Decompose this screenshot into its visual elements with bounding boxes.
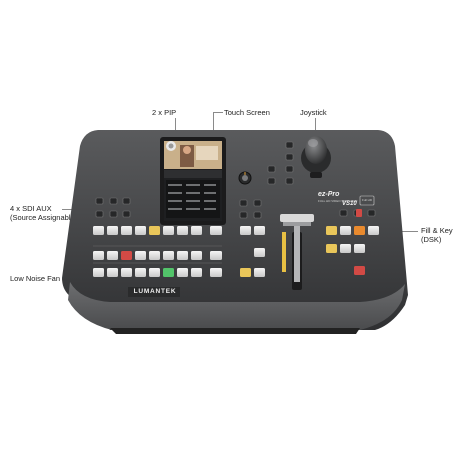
callout-pip: 2 x PIP xyxy=(152,108,177,117)
t-bar-icon xyxy=(294,226,300,282)
leader-fill xyxy=(392,231,418,232)
full-hd-badge xyxy=(359,195,375,206)
device-left-screw xyxy=(168,143,174,149)
leader-touch xyxy=(213,112,223,113)
callout-fill-key-line2: (DSK) xyxy=(421,235,442,244)
callout-sdi-aux: 4 x SDI AUX (Source Assignable) xyxy=(10,204,77,222)
leader-touch-v xyxy=(213,112,214,140)
callout-touch-screen: Touch Screen xyxy=(224,108,270,117)
device-front xyxy=(68,282,405,330)
svg-text:Full HD: Full HD xyxy=(362,198,373,202)
source-key-rows xyxy=(93,226,379,277)
model-name-text: ez-Pro xyxy=(318,191,340,198)
callout-sdi-aux-line2: (Source Assignable) xyxy=(10,213,78,222)
callout-fill-key: Fill & Key (DSK) xyxy=(421,226,453,244)
callout-sdi-aux-line1: 4 x SDI AUX xyxy=(10,204,52,213)
device-body xyxy=(62,130,408,330)
brand-logo: LUMANTEK xyxy=(133,288,177,295)
leader-pip xyxy=(175,118,176,140)
callout-fan: Low Noise Fan xyxy=(10,274,61,283)
model-number-text: VS10 xyxy=(342,201,357,207)
callout-fill-key-line1: Fill & Key xyxy=(421,226,453,235)
model-subtitle-text: FULL HD VIDEO SWITCHER xyxy=(318,199,358,203)
callout-joystick: Joystick xyxy=(300,108,327,117)
